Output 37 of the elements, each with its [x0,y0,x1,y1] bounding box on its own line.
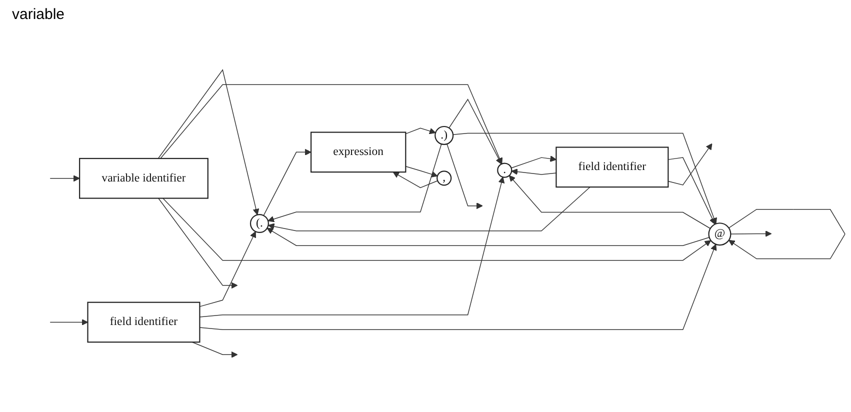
arrow [192,341,238,358]
arrow [405,166,438,178]
arrow [668,156,716,224]
arrow [510,155,556,168]
arrow [508,174,711,229]
nonterminal-box: field identifier [87,301,200,342]
arrow [268,143,442,222]
arrow [448,98,502,164]
arrow [511,168,557,175]
terminal-circle: . [497,162,512,178]
diagram-title: variable [11,5,66,23]
arrow [162,198,712,260]
arrow [266,228,710,246]
arrow [160,84,503,164]
terminal-circle: (. [250,214,269,233]
arrow [392,171,438,188]
arrow [50,318,88,326]
arrow [50,174,80,182]
arrow [668,143,712,186]
arrow [446,143,483,209]
arrow [199,176,505,318]
arrow [263,148,312,216]
arrow [158,68,260,215]
arrow [199,231,256,307]
arrow [268,186,590,231]
terminal-circle: .) [434,126,454,145]
arrow [730,230,772,237]
arrow [405,127,436,134]
terminal-circle: @ [708,222,732,246]
nonterminal-box: field identifier [556,146,669,188]
nonterminal-box: expression [310,131,406,172]
arrow [158,198,238,288]
arrow [728,208,846,259]
arrow [199,244,717,330]
arrow [452,132,718,224]
nonterminal-box: variable identifier [79,158,208,199]
terminal-circle: , [436,170,452,186]
